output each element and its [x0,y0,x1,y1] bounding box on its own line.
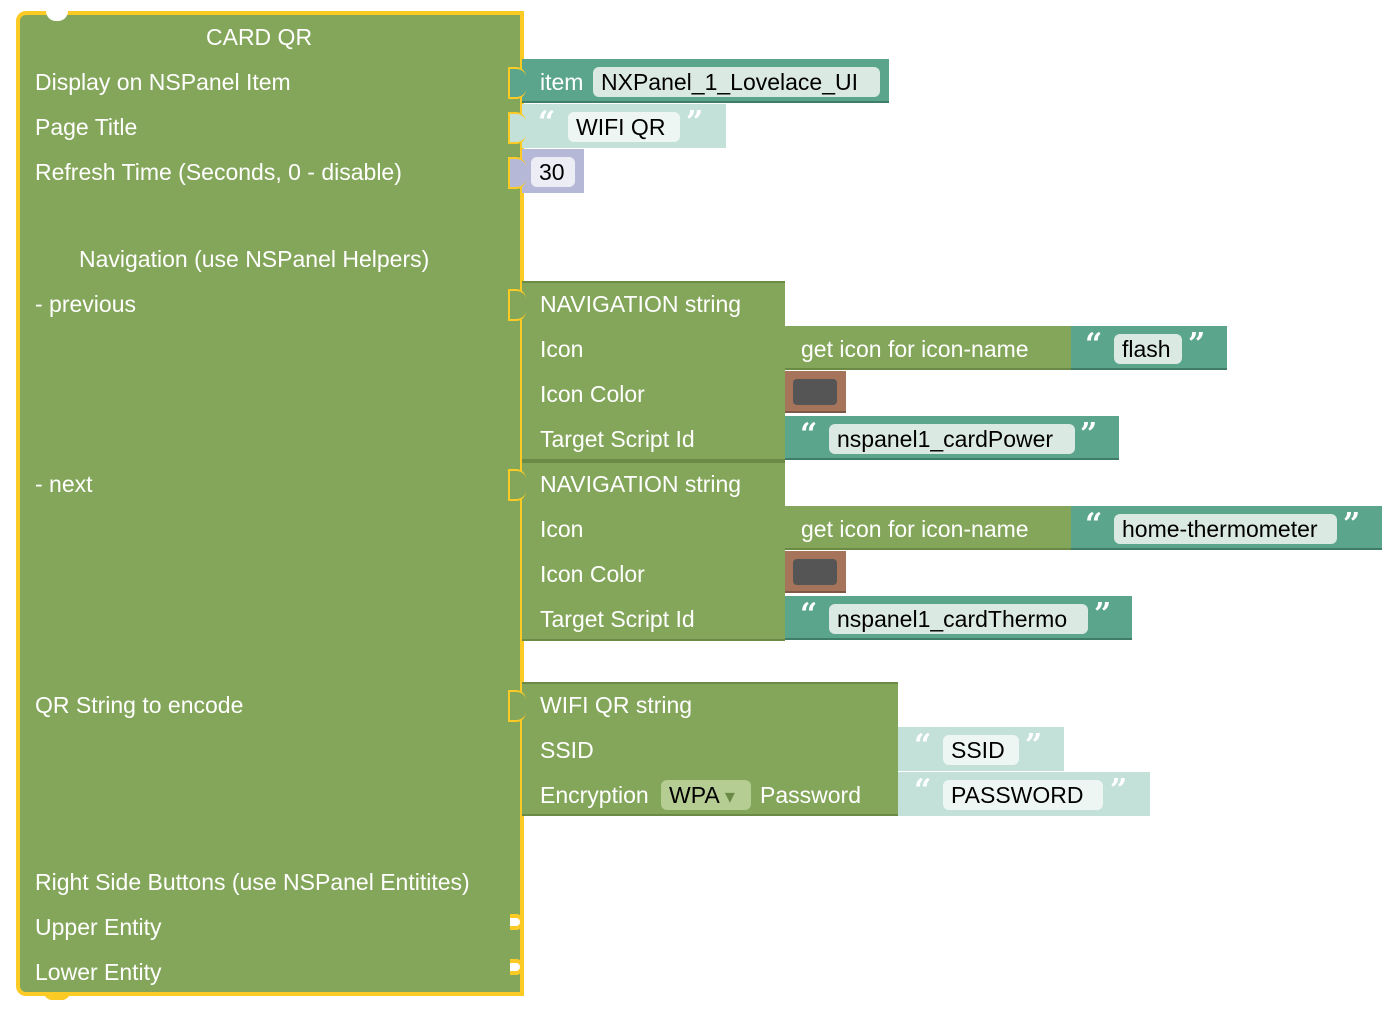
color-swatch-next[interactable] [793,559,837,585]
encryption-label: Encryption [540,782,649,808]
quote-open-icon: “ [800,597,818,632]
qr-string-label: QR String to encode [35,692,244,718]
quote-open-icon: “ [914,773,932,808]
wifi-qr-tab [508,690,526,722]
nav-previous-block[interactable] [522,281,785,461]
item-block-tab [508,67,526,99]
get-icon-block-next[interactable] [785,506,1071,550]
icon-name-field-previous[interactable]: flash [1114,334,1182,364]
card-title: CARD QR [206,24,313,50]
get-icon-label-previous: get icon for icon-name [801,336,1029,362]
page-title-field[interactable]: WIFI QR [568,112,680,142]
next-label: - next [35,471,93,497]
ssid-field[interactable]: SSID [943,735,1019,765]
upper-entity-socket-inner [510,918,520,926]
right-buttons-header: Right Side Buttons (use NSPanel Entitite… [35,869,470,895]
quote-open-icon: “ [1085,507,1103,542]
upper-entity-label: Upper Entity [35,914,162,940]
quote-close-icon: ” [686,105,704,140]
nav-next-tab [508,469,526,501]
card-qr-block[interactable] [16,11,524,996]
nav-previous-icon-color-label: Icon Color [540,381,645,407]
quote-close-icon: ” [1094,597,1112,632]
nav-next-block[interactable] [522,461,785,641]
nav-next-header: NAVIGATION string [540,471,742,497]
refresh-time-field[interactable]: 30 [531,157,575,187]
quote-open-icon: “ [1085,327,1103,362]
target-field-previous[interactable]: nspanel1_cardPower [829,424,1075,454]
nav-previous-icon-label: Icon [540,336,584,362]
password-field[interactable]: PASSWORD [943,780,1103,810]
quote-close-icon: ” [1080,417,1098,452]
color-swatch-previous[interactable] [793,379,837,405]
quote-close-icon: ” [1025,728,1043,763]
nav-next-icon-color-label: Icon Color [540,561,645,587]
quote-open-icon: “ [800,417,818,452]
nav-next-icon-label: Icon [540,516,584,542]
get-icon-label-next: get icon for icon-name [801,516,1029,542]
next-connection-tab [44,992,70,1000]
quote-open-icon: “ [914,728,932,763]
encryption-value: WPA [669,782,719,808]
display-item-label: Display on NSPanel Item [35,69,291,95]
page-title-tab [508,112,526,144]
quote-close-icon: ” [1188,327,1206,362]
target-field-next[interactable]: nspanel1_cardThermo [829,604,1088,634]
nav-next-target-label: Target Script Id [540,606,695,632]
password-label: Password [760,782,861,808]
nav-previous-header: NAVIGATION string [540,291,742,317]
wifi-qr-header: WIFI QR string [540,692,693,718]
item-label: item [540,69,584,95]
get-icon-block-previous[interactable] [785,326,1071,370]
nav-previous-tab [508,289,526,321]
nav-previous-target-label: Target Script Id [540,426,695,452]
lower-entity-socket-inner [510,963,520,971]
encryption-dropdown[interactable]: WPA ▾ [661,780,751,810]
navigation-header: Navigation (use NSPanel Helpers) [79,246,430,272]
page-title-label: Page Title [35,114,138,140]
refresh-tab [508,157,526,189]
lower-entity-label: Lower Entity [35,959,162,985]
quote-open-icon: “ [538,105,556,140]
quote-close-icon: ” [1110,773,1128,808]
previous-connection-notch [46,11,68,21]
item-dropdown[interactable]: NXPanel_1_Lovelace_UI [593,67,880,97]
ssid-label: SSID [540,737,594,763]
quote-close-icon: ” [1343,507,1361,542]
chevron-down-icon: ▾ [724,786,735,808]
icon-name-field-next[interactable]: home-thermometer [1114,514,1337,544]
refresh-time-label: Refresh Time (Seconds, 0 - disable) [35,159,402,185]
previous-label: - previous [35,291,136,317]
